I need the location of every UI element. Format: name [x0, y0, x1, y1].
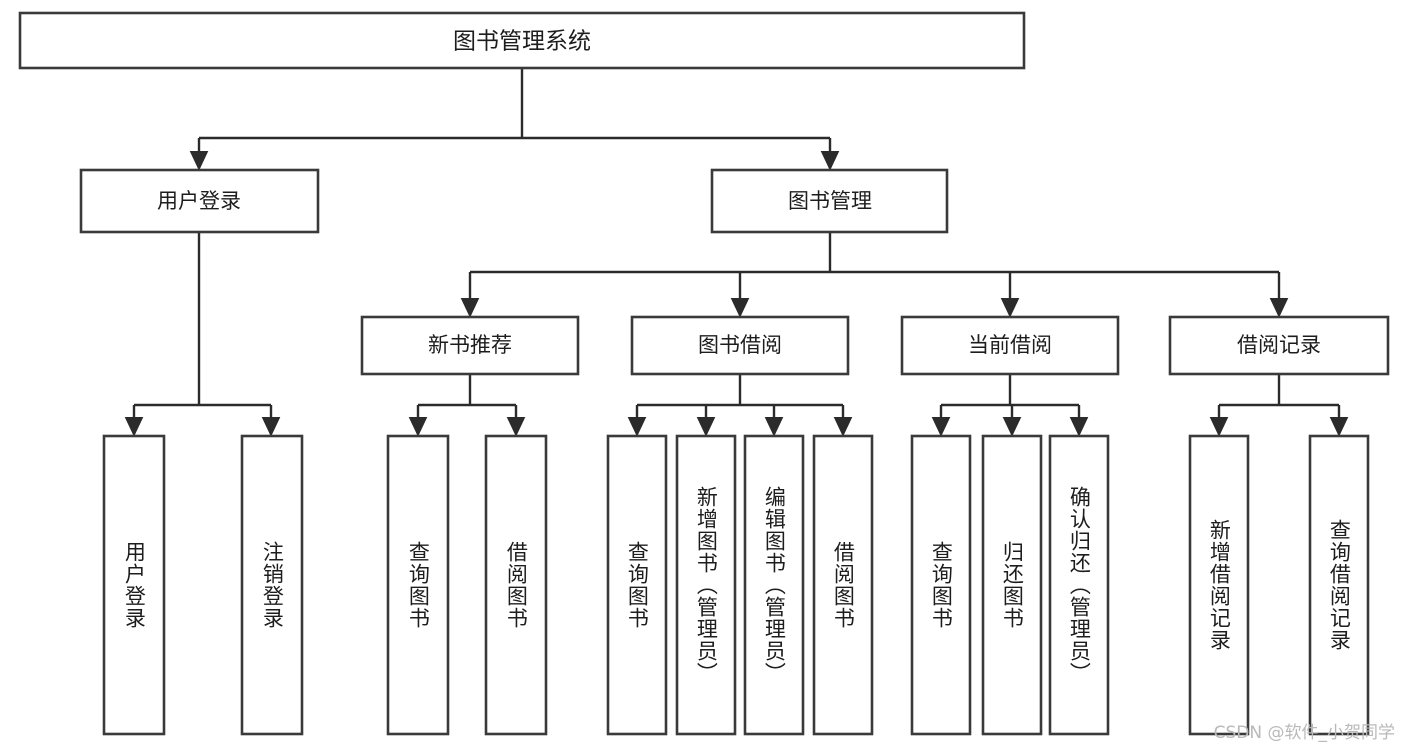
connector-group-book-management [460, 232, 1289, 318]
node-borrow-record-label: 借阅记录 [1237, 333, 1321, 357]
node-leaf-borrow-query-book-box[interactable] [606, 434, 668, 736]
node-book-borrow-box[interactable] [630, 315, 850, 376]
node-root[interactable]: 图书管理系统 [18, 11, 1026, 70]
node-leaf-rec-query-book-box[interactable] [386, 434, 450, 736]
node-leaf-add-book-admin-box[interactable] [675, 434, 737, 736]
node-root-box[interactable] [18, 11, 1026, 70]
connector-group-user-login [124, 232, 281, 437]
node-leaf-query-borrow-record-box[interactable] [1308, 434, 1370, 736]
node-new-book-recommend-box[interactable] [360, 315, 580, 376]
node-leaf-confirm-return-admin-box[interactable] [1048, 434, 1110, 736]
node-leaf-logout-box[interactable] [240, 434, 304, 736]
connector-group-new-book-recommend [408, 374, 526, 437]
csdn-watermark: CSDN @软件_小贺同学 [1213, 723, 1395, 743]
node-leaf-return-book-box[interactable] [981, 434, 1043, 736]
node-user-login-box[interactable] [79, 168, 320, 234]
node-leaf-cur-query-book-box[interactable] [910, 434, 972, 736]
node-new-book-recommend-label: 新书推荐 [428, 333, 512, 357]
node-new-book-recommend[interactable]: 新书推荐 [360, 315, 580, 376]
connector-group-book-borrow [627, 374, 853, 437]
node-borrow-record-box[interactable] [1168, 315, 1390, 376]
node-root-label: 图书管理系统 [453, 29, 591, 55]
node-user-login[interactable]: 用户登录 [79, 168, 320, 234]
node-leaf-add-borrow-record-box[interactable] [1188, 434, 1250, 736]
node-leaf-borrow-book-box[interactable] [812, 434, 874, 736]
connector-group-current-borrow [931, 374, 1089, 437]
node-book-borrow[interactable]: 图书借阅 [630, 315, 850, 376]
connector-group-root [189, 68, 840, 171]
node-current-borrow[interactable]: 当前借阅 [900, 315, 1120, 376]
node-leaf-user-login-box[interactable] [102, 434, 166, 736]
node-current-borrow-label: 当前借阅 [968, 333, 1052, 357]
node-borrow-record[interactable]: 借阅记录 [1168, 315, 1390, 376]
node-current-borrow-box[interactable] [900, 315, 1120, 376]
node-leaf-edit-book-admin-box[interactable] [743, 434, 805, 736]
node-leaf-rec-borrow-book-box[interactable] [484, 434, 548, 736]
node-book-management-label: 图书管理 [788, 189, 872, 213]
connector-group-borrow-record [1209, 374, 1349, 437]
node-user-login-label: 用户登录 [157, 189, 241, 213]
node-book-borrow-label: 图书借阅 [698, 333, 782, 357]
node-book-management-box[interactable] [710, 168, 949, 234]
node-book-management[interactable]: 图书管理 [710, 168, 949, 234]
